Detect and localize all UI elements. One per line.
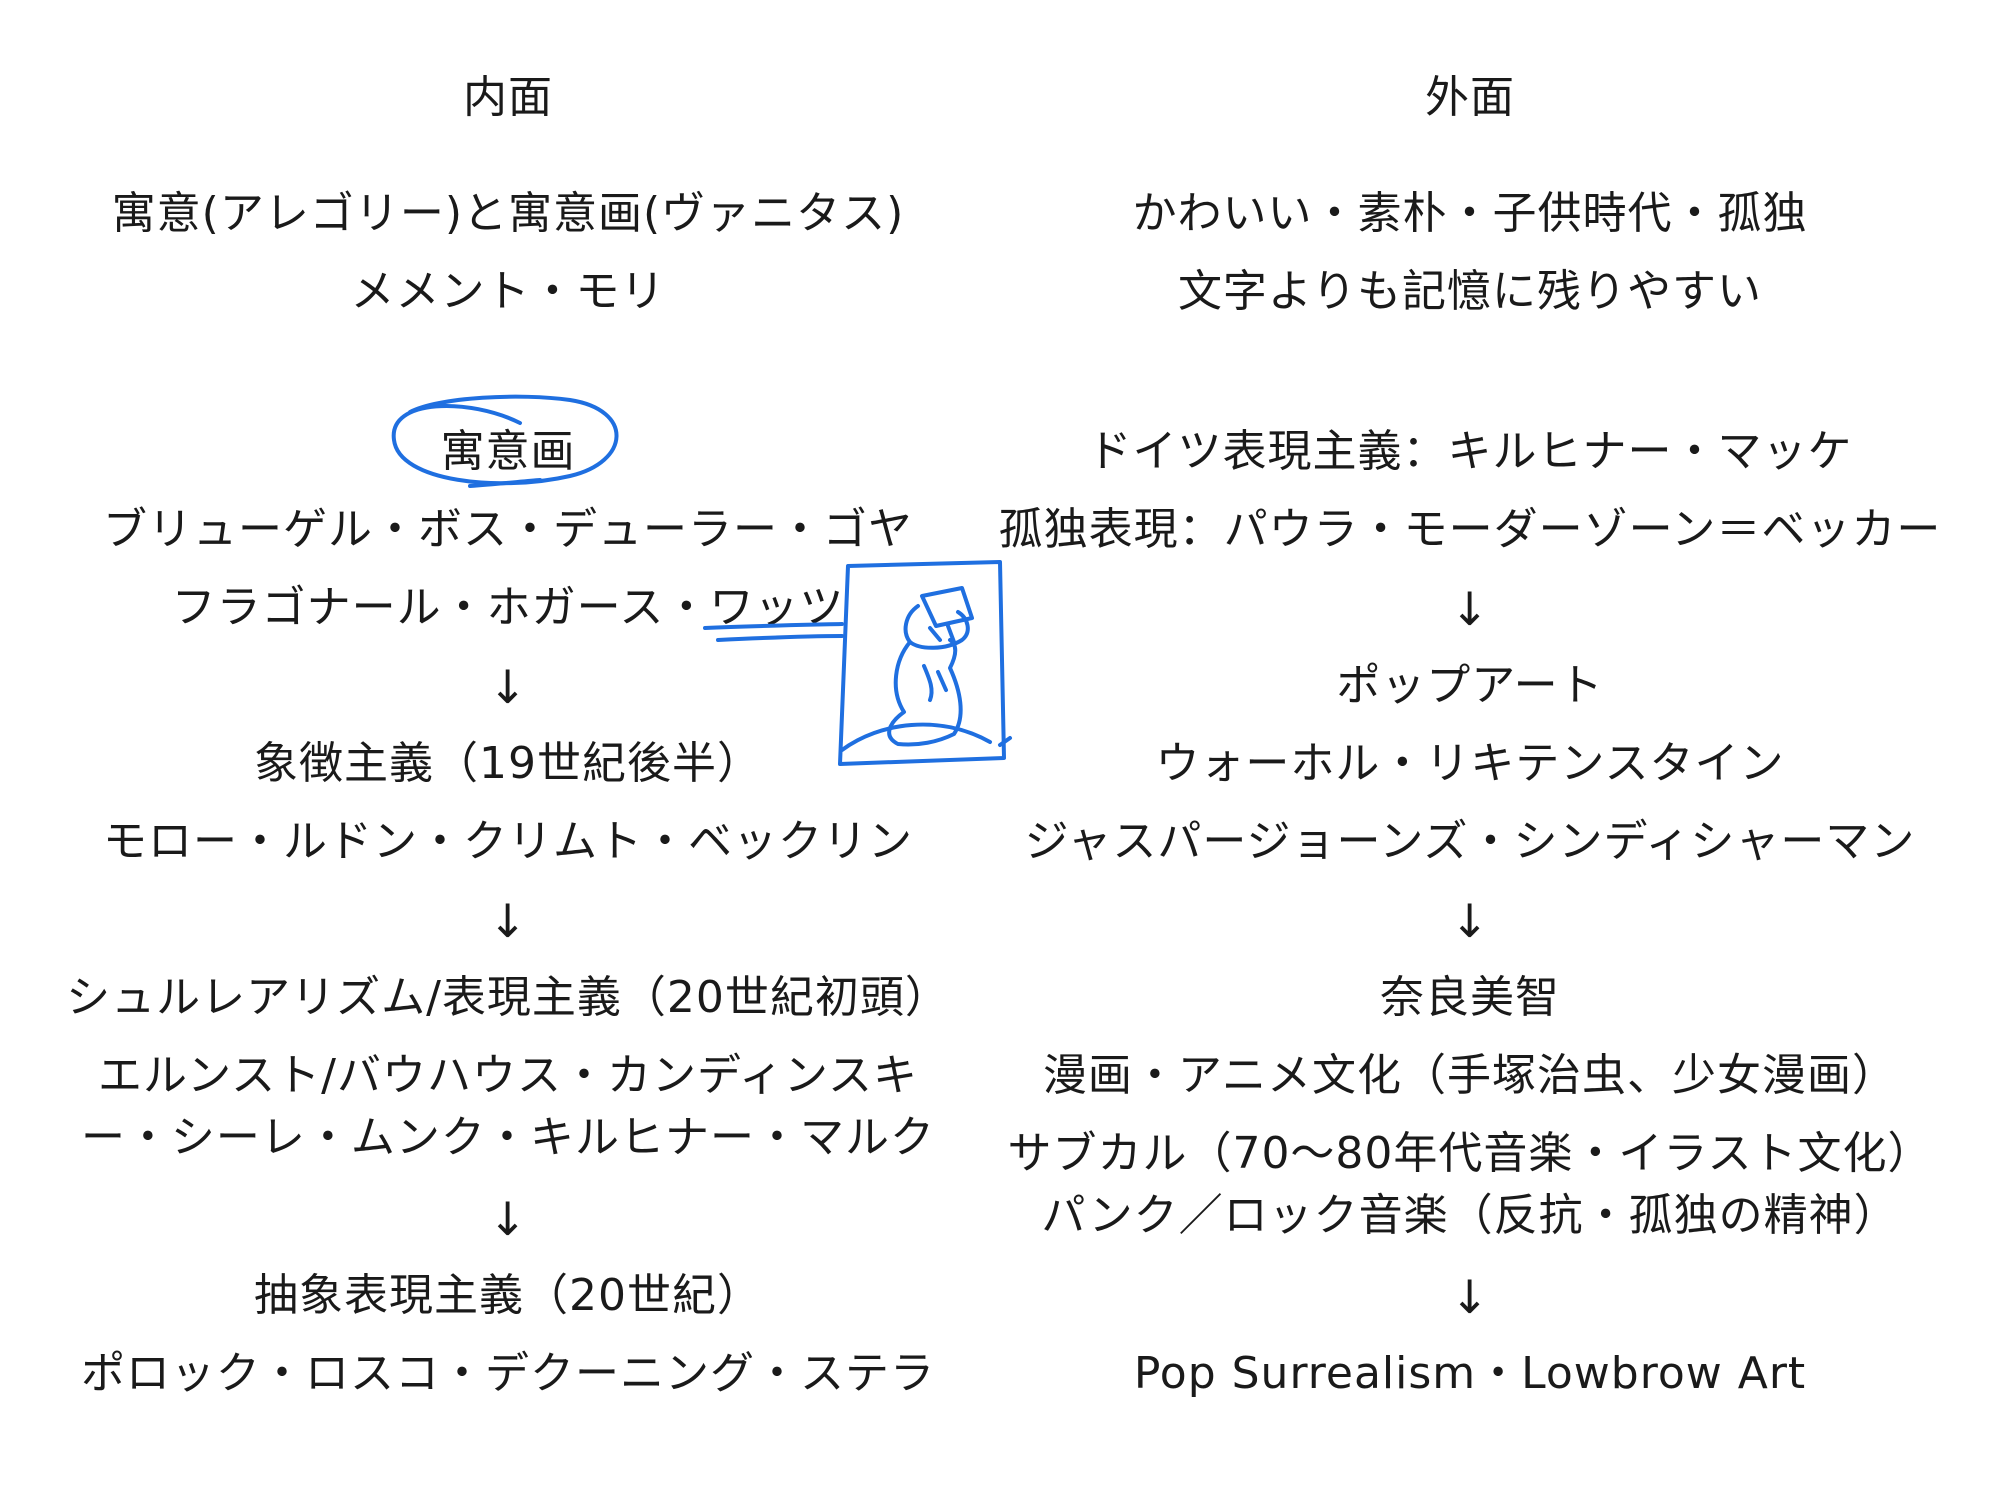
figure-hat	[920, 586, 974, 628]
left-line-surrealism: シュルレアリズム/表現主義（20世紀初頭）	[66, 972, 950, 1023]
figure-head	[903, 604, 970, 650]
left-line-moreau: モロー・ルドン・クリムト・ベックリン	[103, 816, 913, 867]
right-line-punk: パンク／ロック音楽（反抗・孤独の精神）	[1041, 1190, 1899, 1241]
left-line-allegory-painting: 寓意画	[440, 426, 576, 477]
pointer-line-lower	[716, 634, 844, 642]
right-arrow-1: ↓	[1450, 582, 1490, 636]
figure-ground	[840, 722, 992, 752]
right-line-memorable: 文字よりも記憶に残りやすい	[1177, 266, 1763, 317]
left-line-ernst: エルンスト/バウハウス・カンディンスキ	[97, 1050, 919, 1101]
circle-underline	[468, 478, 542, 488]
left-line-bruegel: ブリューゲル・ボス・デューラー・ゴヤ	[103, 504, 913, 555]
left-line-fragonard: フラゴナール・ホガース・ワッツ	[171, 582, 845, 633]
figure-arm	[922, 664, 948, 702]
right-line-solitude: 孤独表現：パウラ・モーダーゾーン＝ベッカー	[998, 504, 1942, 555]
right-line-johns: ジャスパージョーンズ・シンディシャーマン	[1024, 816, 1916, 867]
right-arrow-3: ↓	[1450, 1270, 1490, 1324]
sketch-frame-tail	[998, 736, 1012, 747]
left-arrow-3: ↓	[488, 1192, 528, 1246]
left-line-abstract-expressionism: 抽象表現主義（20世紀）	[254, 1270, 762, 1321]
left-heading: 内面	[463, 72, 553, 123]
left-line-memento-mori: メメント・モリ	[350, 266, 666, 317]
right-line-warhol: ウォーホル・リキテンスタイン	[1155, 738, 1785, 789]
left-arrow-2: ↓	[488, 894, 528, 948]
left-line-pollock: ポロック・ロスコ・デクーニング・ステラ	[80, 1348, 936, 1399]
right-line-nara: 奈良美智	[1380, 972, 1560, 1023]
figure-face	[928, 624, 956, 644]
right-line-german-expressionism: ドイツ表現主義：キルヒナー・マッケ	[1087, 426, 1853, 477]
right-line-kawaii: かわいい・素朴・子供時代・孤独	[1132, 188, 1808, 239]
left-line-schiele: ー・シーレ・ムンク・キルヒナー・マルク	[80, 1112, 936, 1163]
right-line-subculture: サブカル（70〜80年代音楽・イラスト文化）	[1007, 1128, 1933, 1179]
left-line-allegory: 寓意(アレゴリー)と寓意画(ヴァニタス)	[111, 188, 905, 239]
figure-body	[887, 638, 963, 747]
right-arrow-2: ↓	[1450, 894, 1490, 948]
right-line-manga: 漫画・アニメ文化（手塚治虫、少女漫画）	[1042, 1050, 1898, 1101]
right-heading: 外面	[1425, 72, 1515, 123]
right-line-pop-art: ポップアート	[1336, 660, 1604, 711]
sketch-frame	[838, 560, 1006, 766]
left-line-symbolism: 象徴主義（19世紀後半）	[254, 738, 762, 789]
left-arrow-1: ↓	[488, 660, 528, 714]
right-line-pop-surrealism: Pop Surrealism・Lowbrow Art	[1133, 1348, 1807, 1399]
